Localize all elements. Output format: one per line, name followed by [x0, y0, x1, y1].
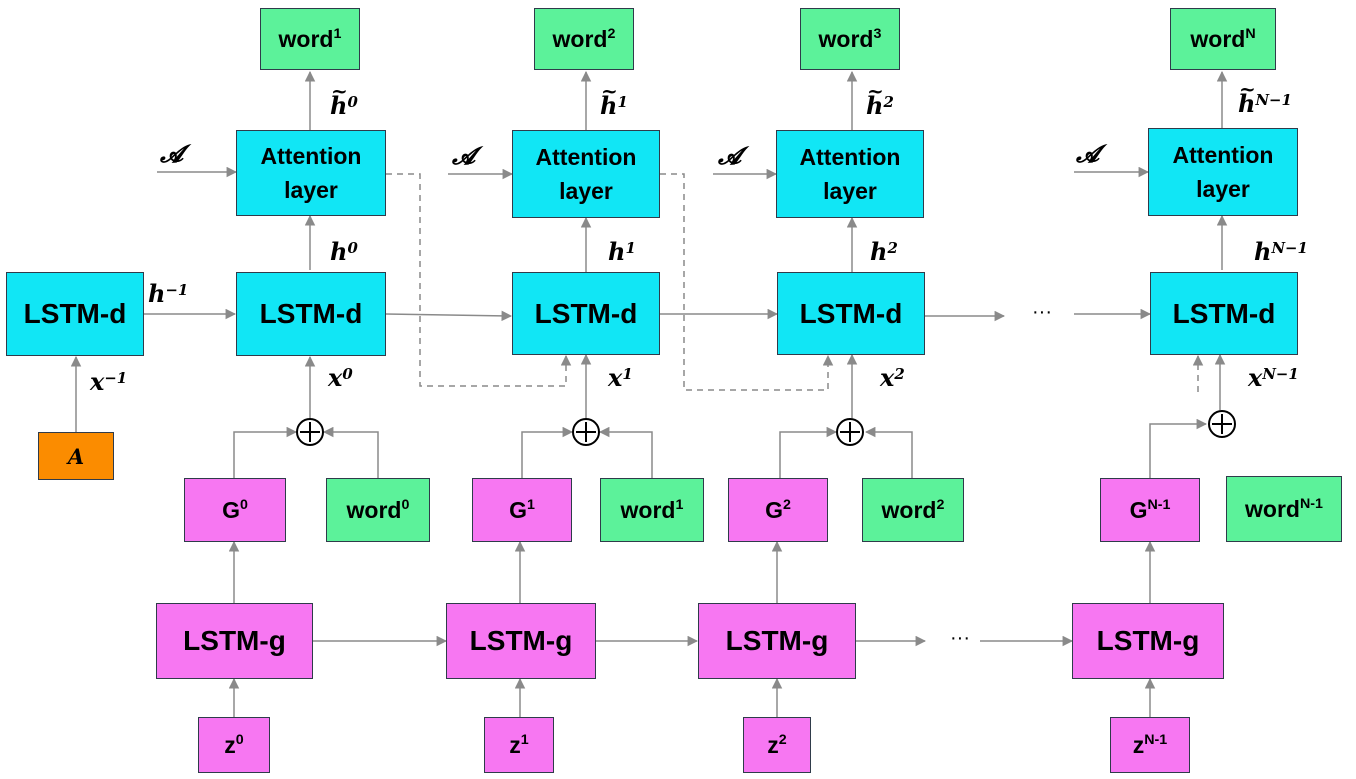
label-x-init: x−1: [90, 367, 128, 396]
label-h-tilde-0: h0: [330, 81, 358, 118]
oplus-0: [296, 418, 324, 446]
lstm-d-2: LSTM-d: [777, 272, 925, 355]
ellipsis-lstm-g: ···: [950, 627, 970, 649]
dashed-attention-0-to-lstm-d-1: [386, 173, 572, 387]
lstm-g-0: LSTM-g: [156, 603, 313, 679]
label-x-n: xN−1: [1248, 363, 1299, 392]
label-h-2: h2: [870, 237, 898, 266]
oplus-2: [836, 418, 864, 446]
lstm-d-1: LSTM-d: [512, 272, 660, 355]
arrow-word0-to-oplus: [322, 426, 379, 478]
a-input-box: A: [38, 432, 114, 480]
label-h-0: h0: [330, 237, 358, 266]
attention-input-a-n: 𝓐: [1076, 139, 1100, 168]
lstm-g-1: LSTM-g: [446, 603, 596, 679]
arrow-gn-to-oplus: [1149, 418, 1208, 478]
oplus-1: [572, 418, 600, 446]
arrow-word1-to-oplus: [598, 426, 653, 478]
dashed-attention-1-to-lstm-d-2: [660, 173, 834, 391]
ellipsis-lstm-d: ···: [1032, 301, 1052, 323]
lstm-g-n: LSTM-g: [1072, 603, 1224, 679]
arrow-g1-to-oplus: [521, 426, 574, 478]
lstm-d-0: LSTM-d: [236, 272, 386, 356]
label-h-init: h−1: [148, 279, 189, 308]
arrow-word2-to-oplus: [864, 426, 913, 478]
label-h-tilde-1: h1: [600, 81, 628, 118]
arrow-g0-to-oplus: [233, 426, 298, 478]
label-h-1: h1: [608, 237, 636, 266]
label-x-0: x0: [328, 363, 353, 392]
attention-input-a-0: 𝓐: [160, 139, 184, 168]
lstm-d-initial: LSTM-d: [6, 272, 144, 356]
label-x-1: x1: [608, 363, 633, 392]
attention-input-a-2: 𝓐: [718, 141, 742, 170]
lstm-g-2: LSTM-g: [698, 603, 856, 679]
label-h-tilde-2: h2: [866, 81, 894, 118]
oplus-n: [1208, 410, 1236, 438]
label-x-2: x2: [880, 363, 905, 392]
lstm-d-n: LSTM-d: [1150, 272, 1298, 355]
attention-input-a-1: 𝓐: [452, 141, 476, 170]
arrow-lstm-d-0-to-1: [385, 310, 513, 322]
label-h-tilde-n: hN−1: [1238, 79, 1292, 116]
arrow-g2-to-oplus: [779, 426, 838, 478]
label-h-n: hN−1: [1254, 237, 1308, 266]
